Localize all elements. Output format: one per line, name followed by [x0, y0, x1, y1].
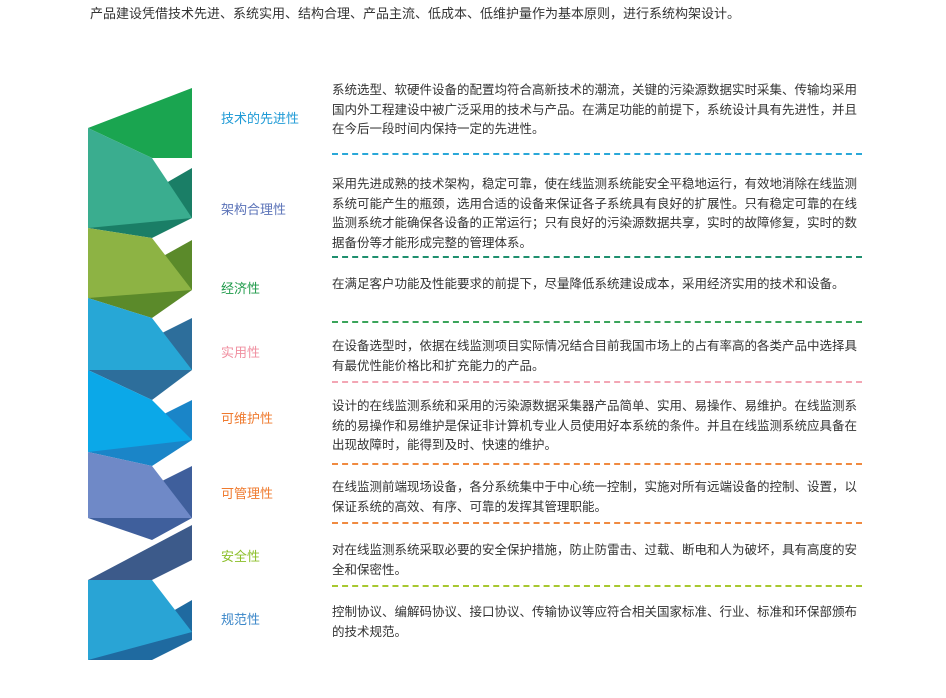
ribbon-fold-6	[88, 525, 192, 580]
ribbon-panel-3	[88, 228, 192, 298]
zigzag-ribbon	[88, 88, 192, 660]
principle-desc-5: 设计的在线监测系统和采用的污染源数据采集器产品简单、实用、易操作、易维护。在线监…	[332, 398, 858, 452]
ribbon-panel-2	[88, 128, 192, 228]
principle-label-6: 可管理性	[221, 487, 274, 502]
principle-desc-4: 在设备选型时，依据在线监测项目实际情况结合目前我国市场上的占有率高的各类产品中选…	[332, 338, 858, 373]
principle-desc-6: 在线监测前端现场设备，各分系统集中于中心统一控制，实施对所有远端设备的控制、设置…	[332, 479, 858, 514]
principle-label-8: 规范性	[221, 613, 261, 628]
ribbon-panel-1	[88, 88, 192, 158]
divider-4	[332, 381, 862, 383]
divider-1	[332, 153, 862, 155]
principle-label-1: 技术的先进性	[221, 112, 300, 127]
principle-desc-1: 系统选型、软硬件设备的配置均符合高新技术的潮流，关键的污染源数据实时采集、传输均…	[332, 82, 858, 136]
principle-label-3: 经济性	[221, 282, 261, 297]
ribbon-panel-6	[88, 452, 192, 518]
principle-label-2: 架构合理性	[221, 203, 287, 218]
principle-desc-8: 控制协议、编解码协议、接口协议、传输协议等应符合相关国家标准、行业、标准和环保部…	[332, 604, 858, 639]
principle-desc-2: 采用先进成熟的技术架构，稳定可靠，使在线监测系统能安全平稳地运行，有效地消除在线…	[332, 176, 858, 250]
principle-desc-3: 在满足客户功能及性能要求的前提下，尽量降低系统建设成本，采用经济实用的技术和设备…	[332, 276, 845, 291]
intro-text: 产品建设凭借技术先进、系统实用、结构合理、产品主流、低成本、低维护量作为基本原则…	[90, 7, 741, 22]
ribbon-panel-4	[88, 298, 192, 370]
principle-label-7: 安全性	[221, 550, 261, 565]
ribbon-panel-7	[88, 580, 192, 660]
divider-6	[332, 522, 862, 524]
divider-2	[332, 256, 862, 258]
principle-desc-7: 对在线监测系统采取必要的安全保护措施，防止防雷击、过载、断电和人为破坏，具有高度…	[332, 542, 858, 577]
divider-5	[332, 463, 862, 465]
principle-label-4: 实用性	[221, 346, 261, 361]
divider-3	[332, 321, 862, 323]
divider-7	[332, 585, 862, 587]
principle-label-5: 可维护性	[221, 412, 274, 427]
ribbon-panel-5	[88, 370, 192, 452]
